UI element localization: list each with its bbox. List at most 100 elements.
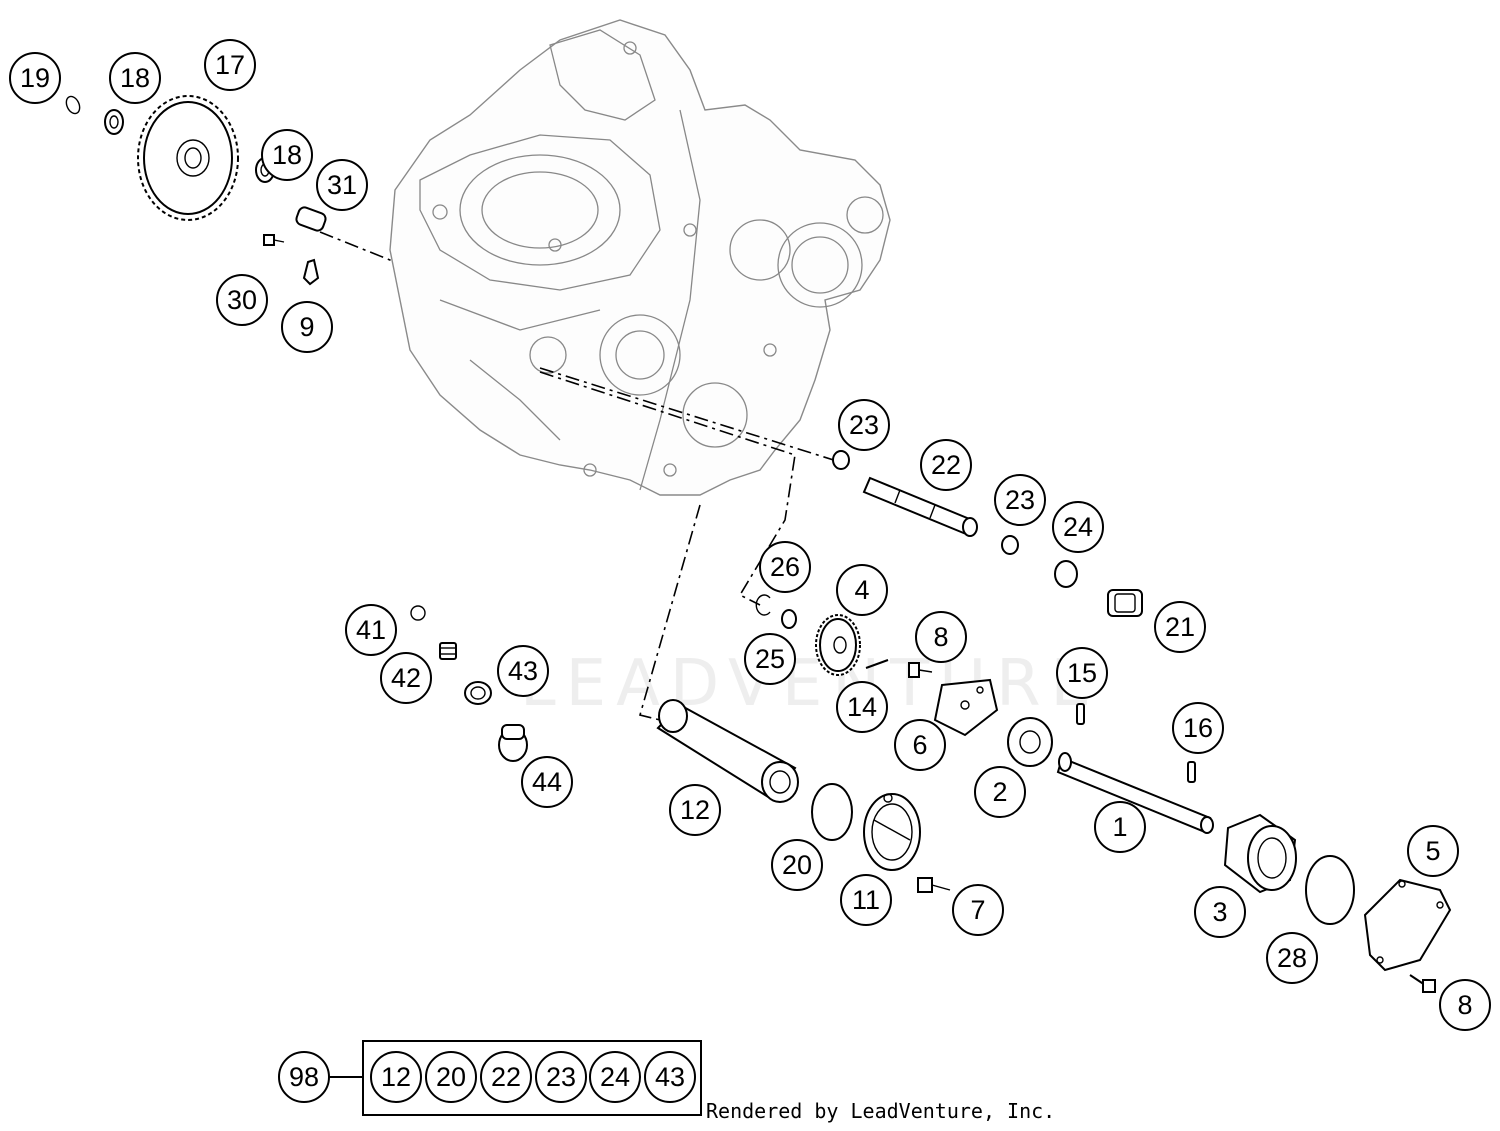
- callout-label: 23: [849, 410, 879, 440]
- callout-11: 11: [840, 874, 892, 926]
- part-pump-housing: [1223, 813, 1297, 894]
- callout-label: 20: [782, 850, 812, 880]
- kit-item-label: 23: [546, 1062, 576, 1092]
- kit-item: 20: [425, 1051, 477, 1103]
- callout-3: 3: [1194, 886, 1246, 938]
- callout-label: 31: [327, 170, 357, 200]
- callout-label: 4: [854, 575, 869, 605]
- callout-label: 21: [1165, 612, 1195, 642]
- callout-label: 30: [227, 285, 257, 315]
- assembly-lines: [319, 231, 841, 721]
- callout-label: 23: [1005, 485, 1035, 515]
- callout-16: 16: [1172, 702, 1224, 754]
- callout-9: 9: [281, 301, 333, 353]
- callout-label: 19: [20, 63, 50, 93]
- callout-19: 19: [9, 52, 61, 104]
- part-o-ring-a: [832, 450, 850, 470]
- callout-label: 9: [299, 312, 314, 342]
- part-spring: [439, 642, 457, 660]
- callout-14: 14: [836, 681, 888, 733]
- callout-label: 2: [992, 777, 1007, 807]
- callout-30: 30: [216, 274, 268, 326]
- kit-item-label: 12: [381, 1062, 411, 1092]
- part-needle-pin: [865, 659, 889, 669]
- engine-crankcase: [389, 19, 891, 496]
- callout-label: 1: [1112, 812, 1127, 842]
- part-plug: [498, 724, 528, 762]
- part-oil-pipe: [862, 476, 978, 537]
- callout-42: 42: [380, 652, 432, 704]
- callout-label: 26: [770, 552, 800, 582]
- part-seal-ring: [1054, 560, 1078, 588]
- callout-24: 24: [1052, 501, 1104, 553]
- kit-item: 43: [644, 1051, 696, 1103]
- kit-item: 22: [480, 1051, 532, 1103]
- callout-label: 15: [1067, 658, 1097, 688]
- part-washer-ring: [464, 681, 492, 705]
- callout-18: 18: [109, 52, 161, 104]
- callout-label: 41: [356, 615, 386, 645]
- callout-12: 12: [669, 784, 721, 836]
- part-pump-shaft: [1056, 752, 1214, 834]
- part-o-ring-b: [1001, 535, 1019, 555]
- part-screw-b: [917, 877, 951, 893]
- part-bushing: [295, 206, 327, 232]
- callout-label: 17: [215, 50, 245, 80]
- callout-7: 7: [952, 884, 1004, 936]
- part-o-ring-pump: [1305, 855, 1355, 925]
- callout-label: 14: [847, 692, 877, 722]
- callout-8: 8: [1439, 979, 1491, 1031]
- kit-item: 23: [535, 1051, 587, 1103]
- callout-25: 25: [744, 633, 796, 685]
- callout-41: 41: [345, 604, 397, 656]
- part-plug-screw: [1107, 589, 1143, 617]
- kit-item-label: 20: [436, 1062, 466, 1092]
- callout-2: 2: [974, 766, 1026, 818]
- part-washer-a: [104, 109, 124, 135]
- part-filter-cover: [863, 793, 921, 871]
- callout-5: 5: [1407, 825, 1459, 877]
- callout-23: 23: [838, 399, 890, 451]
- part-ball: [410, 605, 426, 621]
- footer-credit: Rendered by LeadVenture, Inc.: [706, 1099, 1055, 1123]
- callout-label: 18: [120, 63, 150, 93]
- callout-6: 6: [894, 719, 946, 771]
- part-circlip: [65, 95, 81, 115]
- part-screw-small: [263, 234, 285, 246]
- callout-98: 98: [278, 1051, 330, 1103]
- callout-label: 18: [272, 140, 302, 170]
- part-o-ring-large: [811, 783, 853, 841]
- kit-label: 98: [289, 1062, 319, 1092]
- callout-label: 6: [912, 730, 927, 760]
- callout-15: 15: [1056, 647, 1108, 699]
- part-washer-small: [781, 609, 797, 629]
- watermark: LEADVENTURE: [520, 647, 1091, 721]
- part-cover-plate: [933, 678, 999, 737]
- kit-item: 12: [370, 1051, 422, 1103]
- callout-label: 7: [970, 895, 985, 925]
- callout-1: 1: [1094, 801, 1146, 853]
- part-oil-filter: [656, 699, 799, 803]
- callout-22: 22: [920, 439, 972, 491]
- callout-23: 23: [994, 474, 1046, 526]
- callout-label: 16: [1183, 713, 1213, 743]
- part-pump-gear: [815, 614, 861, 676]
- part-pin-a: [1076, 703, 1085, 725]
- callout-43: 43: [497, 645, 549, 697]
- callout-21: 21: [1154, 601, 1206, 653]
- part-lock-plate: [302, 258, 320, 286]
- part-pin-b: [1187, 761, 1196, 783]
- callout-label: 22: [931, 450, 961, 480]
- part-gear-large: [137, 95, 239, 221]
- callout-label: 8: [1457, 990, 1472, 1020]
- part-screw-a: [908, 662, 933, 678]
- kit-item-label: 22: [491, 1062, 521, 1092]
- kit-box: [362, 1040, 702, 1116]
- callout-label: 44: [532, 767, 562, 797]
- callout-label: 5: [1425, 836, 1440, 866]
- callout-label: 11: [852, 885, 880, 915]
- part-pump-cover: [1363, 878, 1452, 972]
- callout-label: 25: [755, 644, 785, 674]
- callout-26: 26: [759, 541, 811, 593]
